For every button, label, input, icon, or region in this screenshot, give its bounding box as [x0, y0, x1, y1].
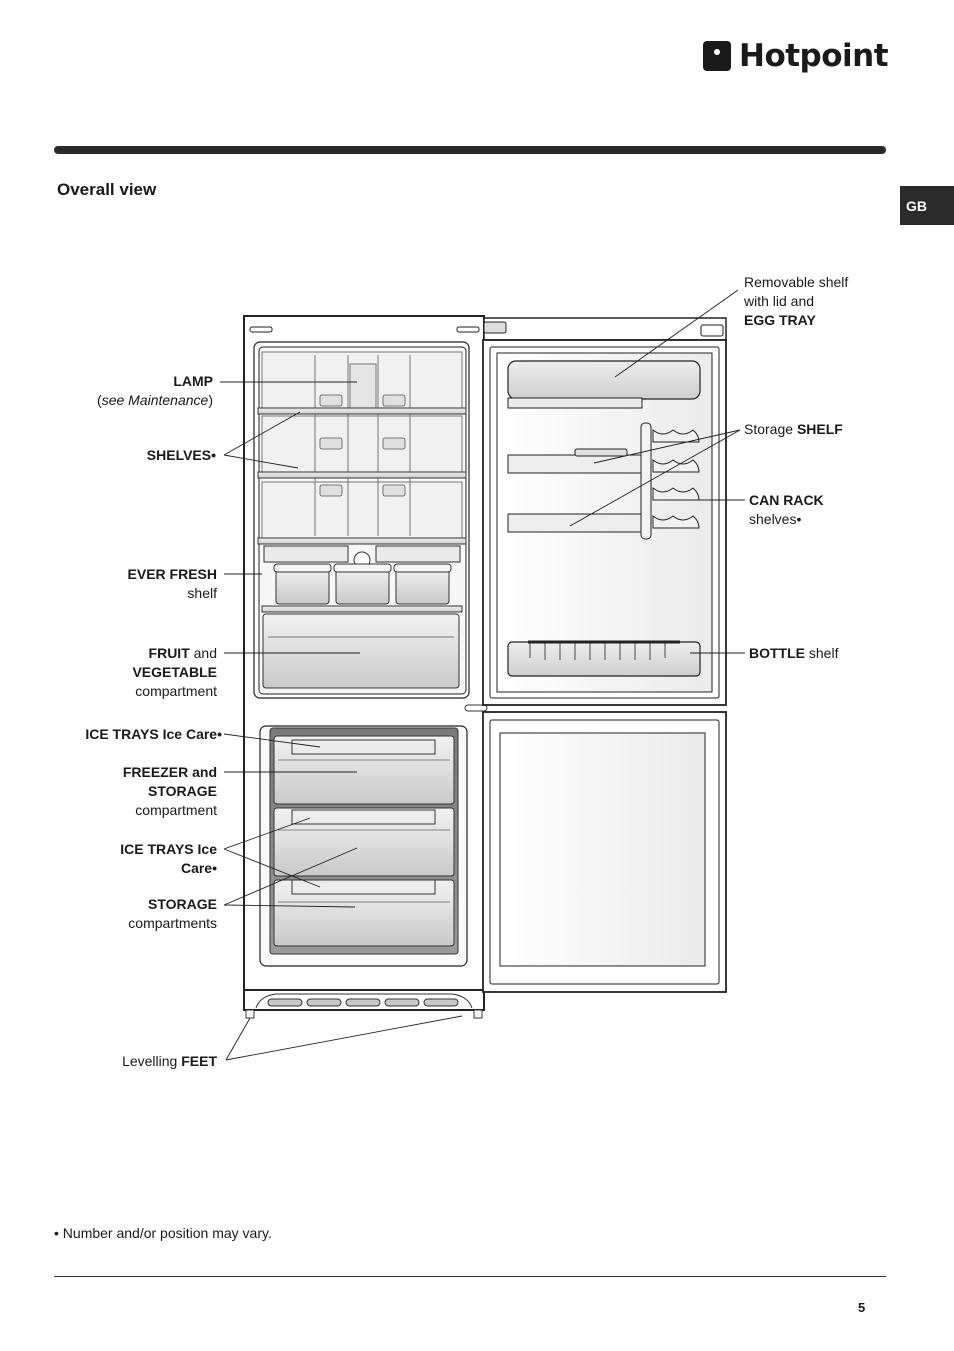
label-ice-trays-1: ICE TRAYS Ice Care•	[85, 726, 222, 742]
leader-lines	[220, 289, 745, 1061]
section-title: Overall view	[57, 180, 157, 199]
label-levelling-feet: Levelling FEET	[122, 1053, 217, 1069]
footer-rule	[54, 1276, 886, 1277]
label-shelves: SHELVES•	[146, 447, 216, 463]
hotpoint-logo-icon	[703, 41, 731, 71]
label-bottle-shelf: BOTTLE shelf	[749, 645, 839, 661]
brand-logo: Hotpoint	[703, 38, 889, 74]
footnote: • Number and/or position may vary.	[54, 1225, 272, 1241]
label-lamp: LAMP (see Maintenance)	[97, 373, 213, 408]
brand-name: Hotpoint	[739, 38, 889, 74]
fridge-door	[482, 317, 727, 706]
cabinet	[243, 315, 488, 1019]
label-storage-shelf: Storage SHELF	[744, 421, 843, 437]
header-rule	[54, 146, 886, 154]
freezer-door	[482, 711, 727, 993]
language-tab[interactable]: GB	[900, 186, 954, 225]
page-number: 5	[858, 1300, 866, 1315]
label-egg-tray: Removable shelf with lid and EGG TRAY	[744, 274, 849, 328]
